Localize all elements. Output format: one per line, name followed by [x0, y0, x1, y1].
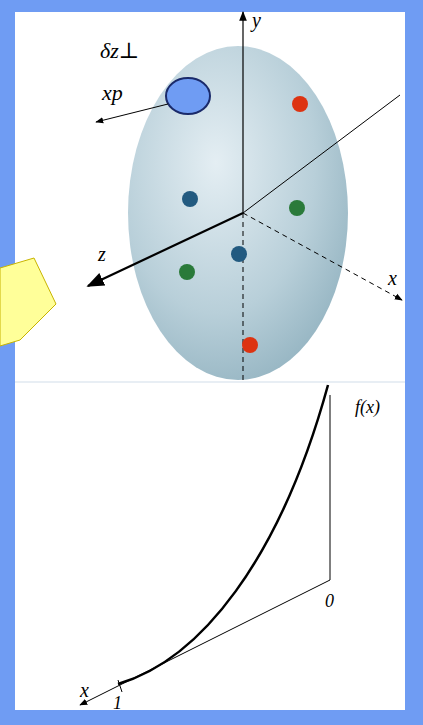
yellow-arrow — [0, 258, 56, 346]
z-axis — [88, 213, 243, 286]
axis-label: z — [98, 244, 106, 264]
f-axis — [330, 395, 331, 580]
red-quark — [292, 96, 308, 112]
disc-label: δz⊥ — [100, 40, 139, 62]
momentum-arrow — [96, 104, 168, 122]
green-quark — [289, 200, 305, 216]
tick-label: 1 — [113, 694, 122, 712]
y-axis-hidden — [243, 213, 244, 380]
x-axis — [243, 213, 402, 300]
axis-label: y — [252, 10, 261, 30]
blue-quark — [182, 191, 198, 207]
x-axis-graph — [80, 580, 330, 705]
diagonal-axis — [243, 95, 400, 213]
function-label: f(x) — [355, 398, 380, 416]
origin-label: 0 — [325, 592, 334, 610]
y-axis — [242, 12, 243, 213]
momentum-label: xp — [102, 82, 123, 104]
proton-ellipsoid — [128, 46, 348, 380]
axis-label: x — [80, 680, 89, 700]
green-quark — [179, 264, 195, 280]
axis-label: x — [388, 268, 397, 288]
parton-disc — [166, 78, 210, 114]
blue-quark — [231, 246, 247, 262]
separator — [15, 381, 405, 383]
red-quark — [242, 337, 258, 353]
distribution-curve — [118, 385, 328, 684]
